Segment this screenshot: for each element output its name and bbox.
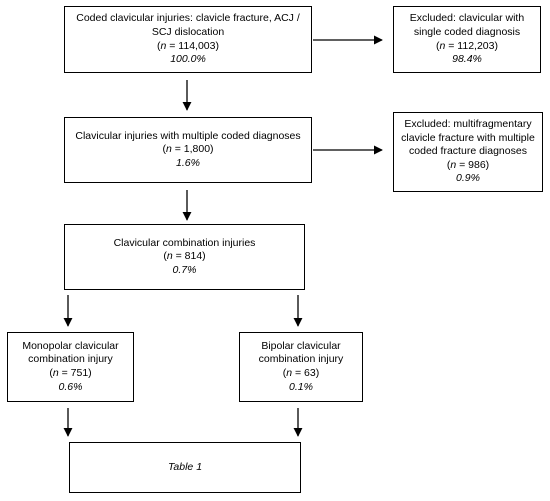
box-percent: 100.0% <box>170 53 206 66</box>
box-bipolar-combination: Bipolar clavicular combination injury (n… <box>239 332 363 402</box>
box-coded-clavicular-injuries: Coded clavicular injuries: clavicle frac… <box>64 6 312 73</box>
box-percent: 0.6% <box>58 380 83 393</box>
box-count: (n = 112,203) <box>436 39 498 52</box>
box-title: Excluded: multifragmentary <box>404 117 532 130</box>
box-combination-injuries: Clavicular combination injuries (n = 814… <box>64 224 305 290</box>
box-title: Clavicular combination injuries <box>113 236 256 249</box>
box-monopolar-combination: Monopolar clavicular combination injury … <box>7 332 134 402</box>
box-title-line2: combination injury <box>28 353 113 366</box>
box-count: (n = 1,800) <box>162 143 214 156</box>
box-title: Coded clavicular injuries: clavicle frac… <box>76 12 300 25</box>
box-percent: 98.4% <box>452 53 482 66</box>
box-title: Bipolar clavicular <box>261 339 341 352</box>
box-title: Clavicular injuries with multiple coded … <box>75 129 301 142</box>
box-percent: 0.1% <box>289 380 313 393</box>
box-count: (n = 751) <box>49 367 92 379</box>
box-excluded-multifragmentary: Excluded: multifragmentary clavicle frac… <box>393 112 543 192</box>
box-count: (n = 814) <box>163 250 206 263</box>
box-percent: 0.9% <box>456 172 480 185</box>
box-multiple-coded-diagnoses: Clavicular injuries with multiple coded … <box>64 117 312 183</box>
box-count: (n = 986) <box>446 158 490 171</box>
box-percent: 0.7% <box>172 263 197 276</box>
box-percent: 1.6% <box>176 156 200 169</box>
box-title-line2: SCJ dislocation <box>151 25 225 38</box>
box-count: (n = 114,003) <box>157 39 219 52</box>
box-title-line2: combination injury <box>258 353 344 366</box>
box-count: (n = 63) <box>282 367 320 379</box>
box-title: Excluded: clavicular with <box>409 12 525 25</box>
table-label: Table 1 <box>167 460 203 473</box>
box-title: Monopolar clavicular <box>22 339 119 352</box>
box-title-line2: single coded diagnosis <box>413 25 521 38</box>
box-title-line2: clavicle fracture with multiple <box>401 131 535 144</box>
box-title-line3: coded fracture diagnoses <box>409 145 527 158</box>
box-excluded-single-diagnosis: Excluded: clavicular with single coded d… <box>393 6 541 73</box>
box-table-1: Table 1 <box>69 442 301 493</box>
